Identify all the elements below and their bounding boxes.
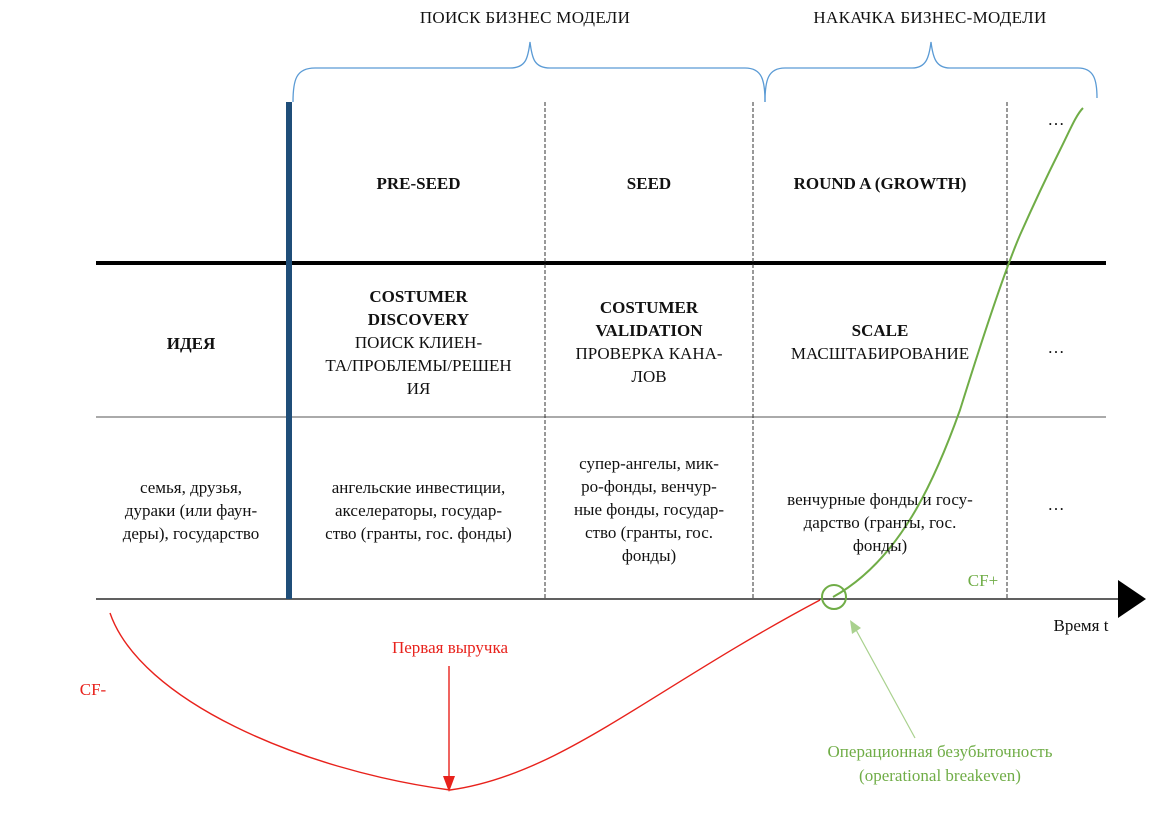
funding-seed: супер-ангелы, мик- ро-фонды, венчур- ные… [545,450,753,568]
breakeven-arrowhead [850,620,861,634]
search-phase-brace [292,41,766,103]
round-more: … [1030,104,1082,134]
cf-plus-label: CF+ [967,571,999,590]
funding-idea: семья, друзья, дураки (или фаун- деры), … [96,474,286,546]
breakeven-arrow-shaft [854,627,916,739]
funding-more: … [1030,489,1082,519]
stage-more: … [1030,332,1082,362]
round-seed-label: SEED [626,173,672,193]
idea-divider-bar [286,102,292,599]
funding-seed-line-1: супер-ангелы, мик- [579,453,719,473]
stage-scale: SCALE МАСШТАБИРОВАНИЕ [753,317,1007,367]
stage-scale-title: SCALE [851,321,909,340]
time-axis-arrow [1118,580,1146,618]
stage-discovery-desc-2: ТА/ПРОБЛЕМЫ/РЕШЕН [325,355,512,375]
funding-preseed-line-3: ство (гранты, гос. фонды) [325,523,512,543]
stage-idea: ИДЕЯ [96,320,286,366]
negative-cashflow-curve [109,599,821,791]
breakeven-marker [821,584,847,610]
funding-rounda-line-2: дарство (гранты, гос. [803,512,957,532]
funding-seed-line-3: ные фонды, государ- [573,499,725,519]
round-pre-seed-label: PRE-SEED [376,173,461,193]
stage-validation: COSTUMER VALIDATION ПРОВЕРКА КАНА- ЛОВ [545,292,753,392]
stage-validation-desc-1: ПРОВЕРКА КАНА- [575,344,723,363]
positive-cashflow-curve [832,107,1084,598]
funding-idea-line-1: семья, друзья, [139,477,243,497]
first-revenue-label: Первая выручка [391,638,509,657]
stage-idea-label: ИДЕЯ [166,333,216,353]
stage-discovery-desc-1: ПОИСК КЛИЕН- [354,332,483,352]
funding-more-label: … [1047,494,1065,514]
stage-discovery-title-2: DISCOVERY [367,309,470,329]
funding-seed-line-2: ро-фонды, венчур- [581,476,717,496]
funding-rounda-line-1: венчурные фонды и госу- [787,489,973,509]
funding-idea-line-3: деры), государство [122,523,260,543]
round-more-label: … [1047,109,1065,129]
funding-idea-line-2: дураки (или фаун- [124,500,258,520]
stage-validation-title-1: COSTUMER [599,298,699,317]
stage-discovery-desc-3: ИЯ [406,378,431,398]
search-phase-title: ПОИСК БИЗНЕС МОДЕЛИ [419,8,631,27]
stage-validation-desc-2: ЛОВ [631,367,667,386]
cf-minus-label: CF- [79,680,107,699]
funding-round-a: венчурные фонды и госу- дарство (гранты,… [753,486,1007,558]
funding-pre-seed: ангельские инвестиции, акселераторы, гос… [292,474,545,546]
stage-discovery-title-1: COSTUMER [369,286,468,306]
funding-preseed-line-2: акселераторы, государ- [334,500,503,520]
pump-phase-brace [764,41,1098,103]
round-pre-seed: PRE-SEED [292,160,545,206]
stage-scale-desc: МАСШТАБИРОВАНИЕ [790,344,970,363]
round-a: ROUND A (GROWTH) [753,160,1007,206]
funding-preseed-line-1: ангельские инвестиции, [331,477,506,497]
time-axis-label: Время t [1053,616,1109,635]
stage-more-label: … [1047,337,1065,357]
funding-seed-line-4: ство (гранты, гос. [584,522,714,542]
breakeven-label-line-1: Операционная безубыточность [827,742,1053,761]
pump-phase-title: НАКАЧКА БИЗНЕС-МОДЕЛИ [813,8,1047,27]
round-a-label: ROUND A (GROWTH) [793,173,967,193]
funding-seed-line-5: фонды) [621,545,677,565]
stage-discovery: COSTUMER DISCOVERY ПОИСК КЛИЕН- ТА/ПРОБЛ… [292,280,545,404]
stage-validation-title-2: VALIDATION [595,321,703,340]
breakeven-label-line-2: (operational breakeven) [859,766,1021,785]
funding-rounda-line-3: фонды) [852,535,908,555]
round-seed: SEED [545,160,753,206]
first-revenue-arrowhead [443,776,455,792]
